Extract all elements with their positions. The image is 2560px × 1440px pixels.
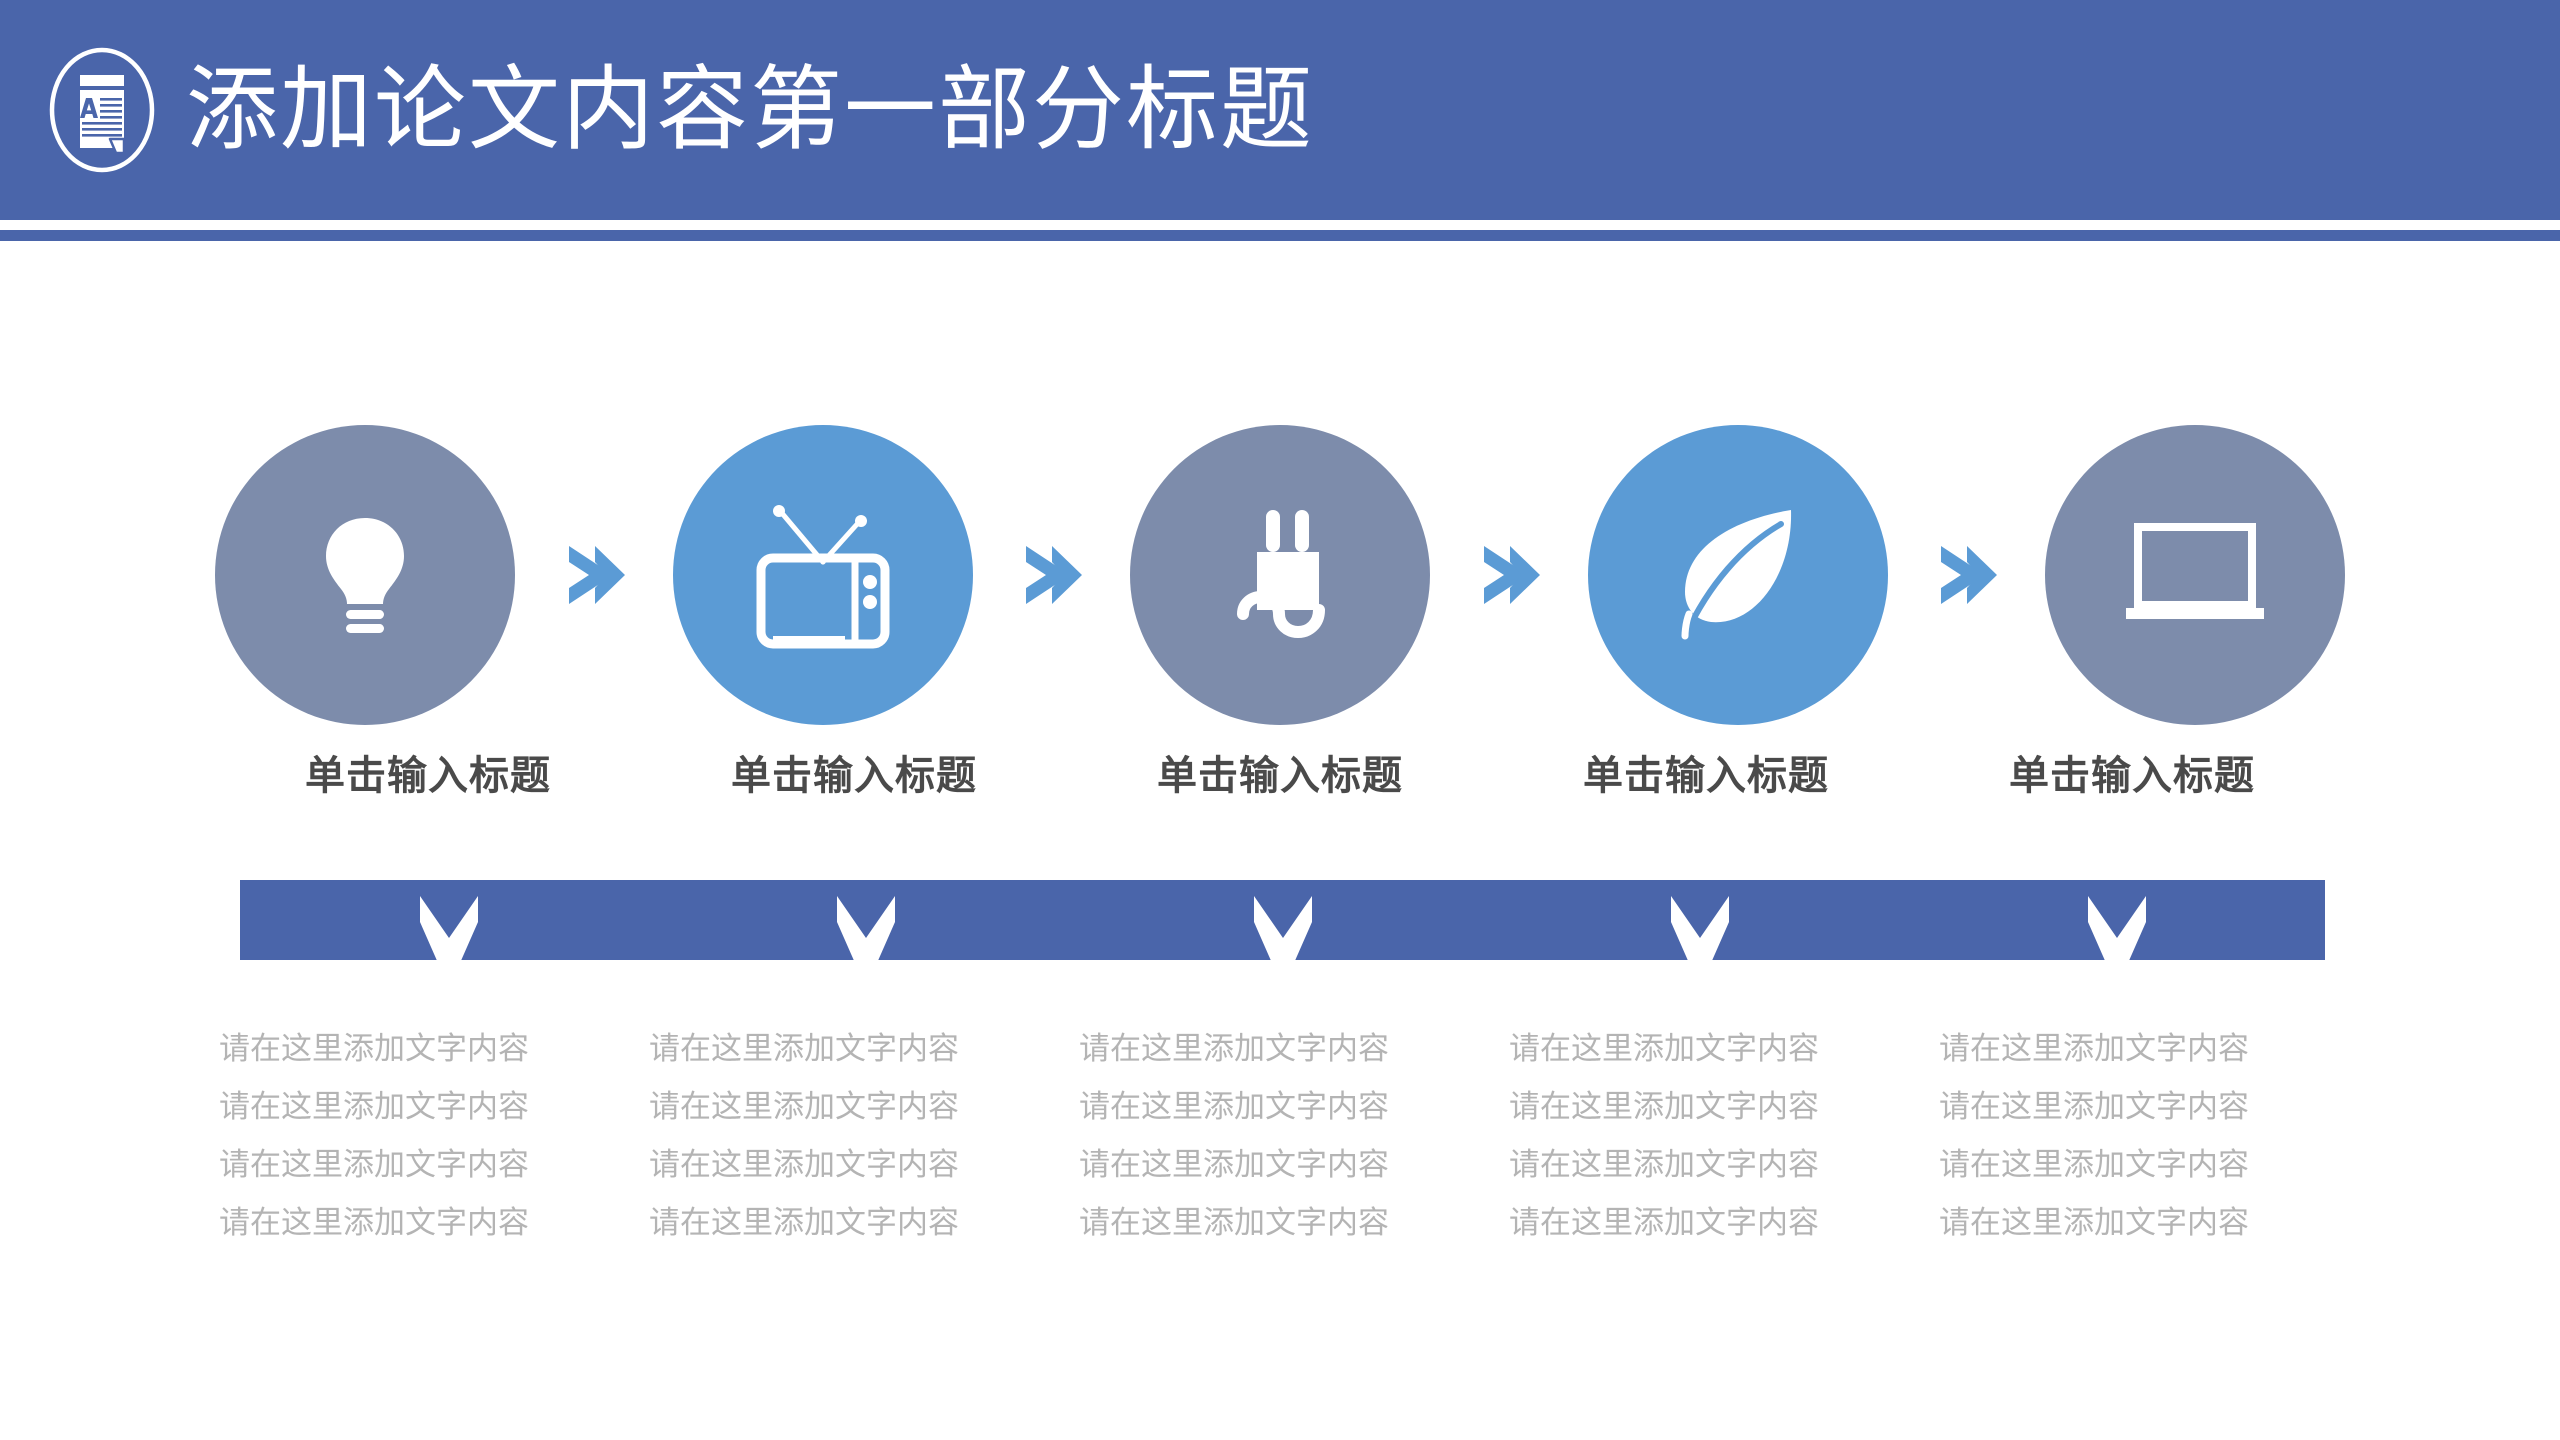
lightbulb-icon <box>326 518 404 633</box>
body-line: 请在这里添加文字内容 <box>649 1089 959 1125</box>
band-chevron-cell-4 <box>1491 880 1908 990</box>
body-line: 请在这里添加文字内容 <box>219 1147 529 1183</box>
band-chevron-cell-2 <box>657 880 1074 990</box>
step-circle-5[interactable] <box>2045 425 2345 725</box>
band-chevron-cell-3 <box>1074 880 1491 990</box>
body-line: 请在这里添加文字内容 <box>1079 1031 1389 1067</box>
connector-arrow-4 <box>1927 536 2005 614</box>
chevron-right-icon <box>1941 546 1998 604</box>
step-circle-3[interactable] <box>1130 425 1430 725</box>
document-a-icon <box>49 47 155 173</box>
body-column-3: 请在这里添加文字内容 请在这里添加文字内容 请在这里添加文字内容 请在这里添加文… <box>1075 1020 1505 1252</box>
band-chevrons-row <box>240 880 2325 990</box>
slide-header: 添加论文内容第一部分标题 <box>0 0 2560 220</box>
body-line: 请在这里添加文字内容 <box>1079 1089 1389 1125</box>
connector-arrow-1 <box>555 536 633 614</box>
body-line: 请在这里添加文字内容 <box>219 1205 529 1241</box>
page-title: 添加论文内容第一部分标题 <box>186 56 1315 163</box>
chevron-down-icon <box>1253 896 1312 988</box>
chevron-right-icon <box>1026 546 1083 604</box>
body-line: 请在这里添加文字内容 <box>1509 1205 1819 1241</box>
body-line: 请在这里添加文字内容 <box>1939 1031 2249 1067</box>
body-line: 请在这里添加文字内容 <box>1509 1147 1819 1183</box>
body-column-4: 请在这里添加文字内容 请在这里添加文字内容 请在这里添加文字内容 请在这里添加文… <box>1505 1020 1935 1252</box>
television-icon <box>756 505 889 649</box>
body-line: 请在这里添加文字内容 <box>1509 1089 1819 1125</box>
chevron-down-icon <box>2087 896 2146 988</box>
body-line: 请在这里添加文字内容 <box>649 1205 959 1241</box>
step-circle-1[interactable] <box>215 425 515 725</box>
body-line: 请在这里添加文字内容 <box>219 1089 529 1125</box>
body-line: 请在这里添加文字内容 <box>1079 1147 1389 1183</box>
body-line: 请在这里添加文字内容 <box>649 1147 959 1183</box>
chevron-right-icon <box>1483 546 1540 604</box>
step-title-1: 单击输入标题 <box>305 753 551 799</box>
connector-arrow-3 <box>1470 536 1548 614</box>
body-text-row: 请在这里添加文字内容 请在这里添加文字内容 请在这里添加文字内容 请在这里添加文… <box>215 1020 2365 1252</box>
chevron-down-icon <box>419 896 478 988</box>
body-column-1: 请在这里添加文字内容 请在这里添加文字内容 请在这里添加文字内容 请在这里添加文… <box>215 1020 645 1252</box>
step-circle-2[interactable] <box>672 425 973 725</box>
header-divider-white <box>0 220 2560 230</box>
step-title-3: 单击输入标题 <box>1157 753 1403 799</box>
step-icons-row <box>215 420 2345 730</box>
body-line: 请在这里添加文字内容 <box>1939 1205 2249 1241</box>
body-line: 请在这里添加文字内容 <box>1939 1147 2249 1183</box>
header-divider-blue <box>0 230 2560 241</box>
chevron-down-icon <box>836 896 895 988</box>
power-plug-icon <box>1237 510 1325 639</box>
step-titles-row: 单击输入标题 单击输入标题 单击输入标题 单击输入标题 单击输入标题 <box>215 752 2345 822</box>
band-chevron-cell-5 <box>1908 880 2325 990</box>
chevron-down-icon <box>1670 896 1729 988</box>
step-title-4: 单击输入标题 <box>1583 753 1829 799</box>
body-column-5: 请在这里添加文字内容 请在这里添加文字内容 请在这里添加文字内容 请在这里添加文… <box>1935 1020 2365 1252</box>
step-title-5: 单击输入标题 <box>2009 753 2255 799</box>
connector-arrow-2 <box>1012 536 1090 614</box>
laptop-icon <box>2126 523 2264 619</box>
body-line: 请在这里添加文字内容 <box>1939 1089 2249 1125</box>
step-title-2: 单击输入标题 <box>731 753 977 799</box>
body-line: 请在这里添加文字内容 <box>1079 1205 1389 1241</box>
chevron-right-icon <box>568 546 625 604</box>
body-column-2: 请在这里添加文字内容 请在这里添加文字内容 请在这里添加文字内容 请在这里添加文… <box>645 1020 1075 1252</box>
step-circle-4[interactable] <box>1587 425 1888 725</box>
body-line: 请在这里添加文字内容 <box>1509 1031 1819 1067</box>
band-chevron-cell-1 <box>240 880 657 990</box>
leaf-icon <box>1681 510 1791 640</box>
body-line: 请在这里添加文字内容 <box>219 1031 529 1067</box>
body-line: 请在这里添加文字内容 <box>649 1031 959 1067</box>
